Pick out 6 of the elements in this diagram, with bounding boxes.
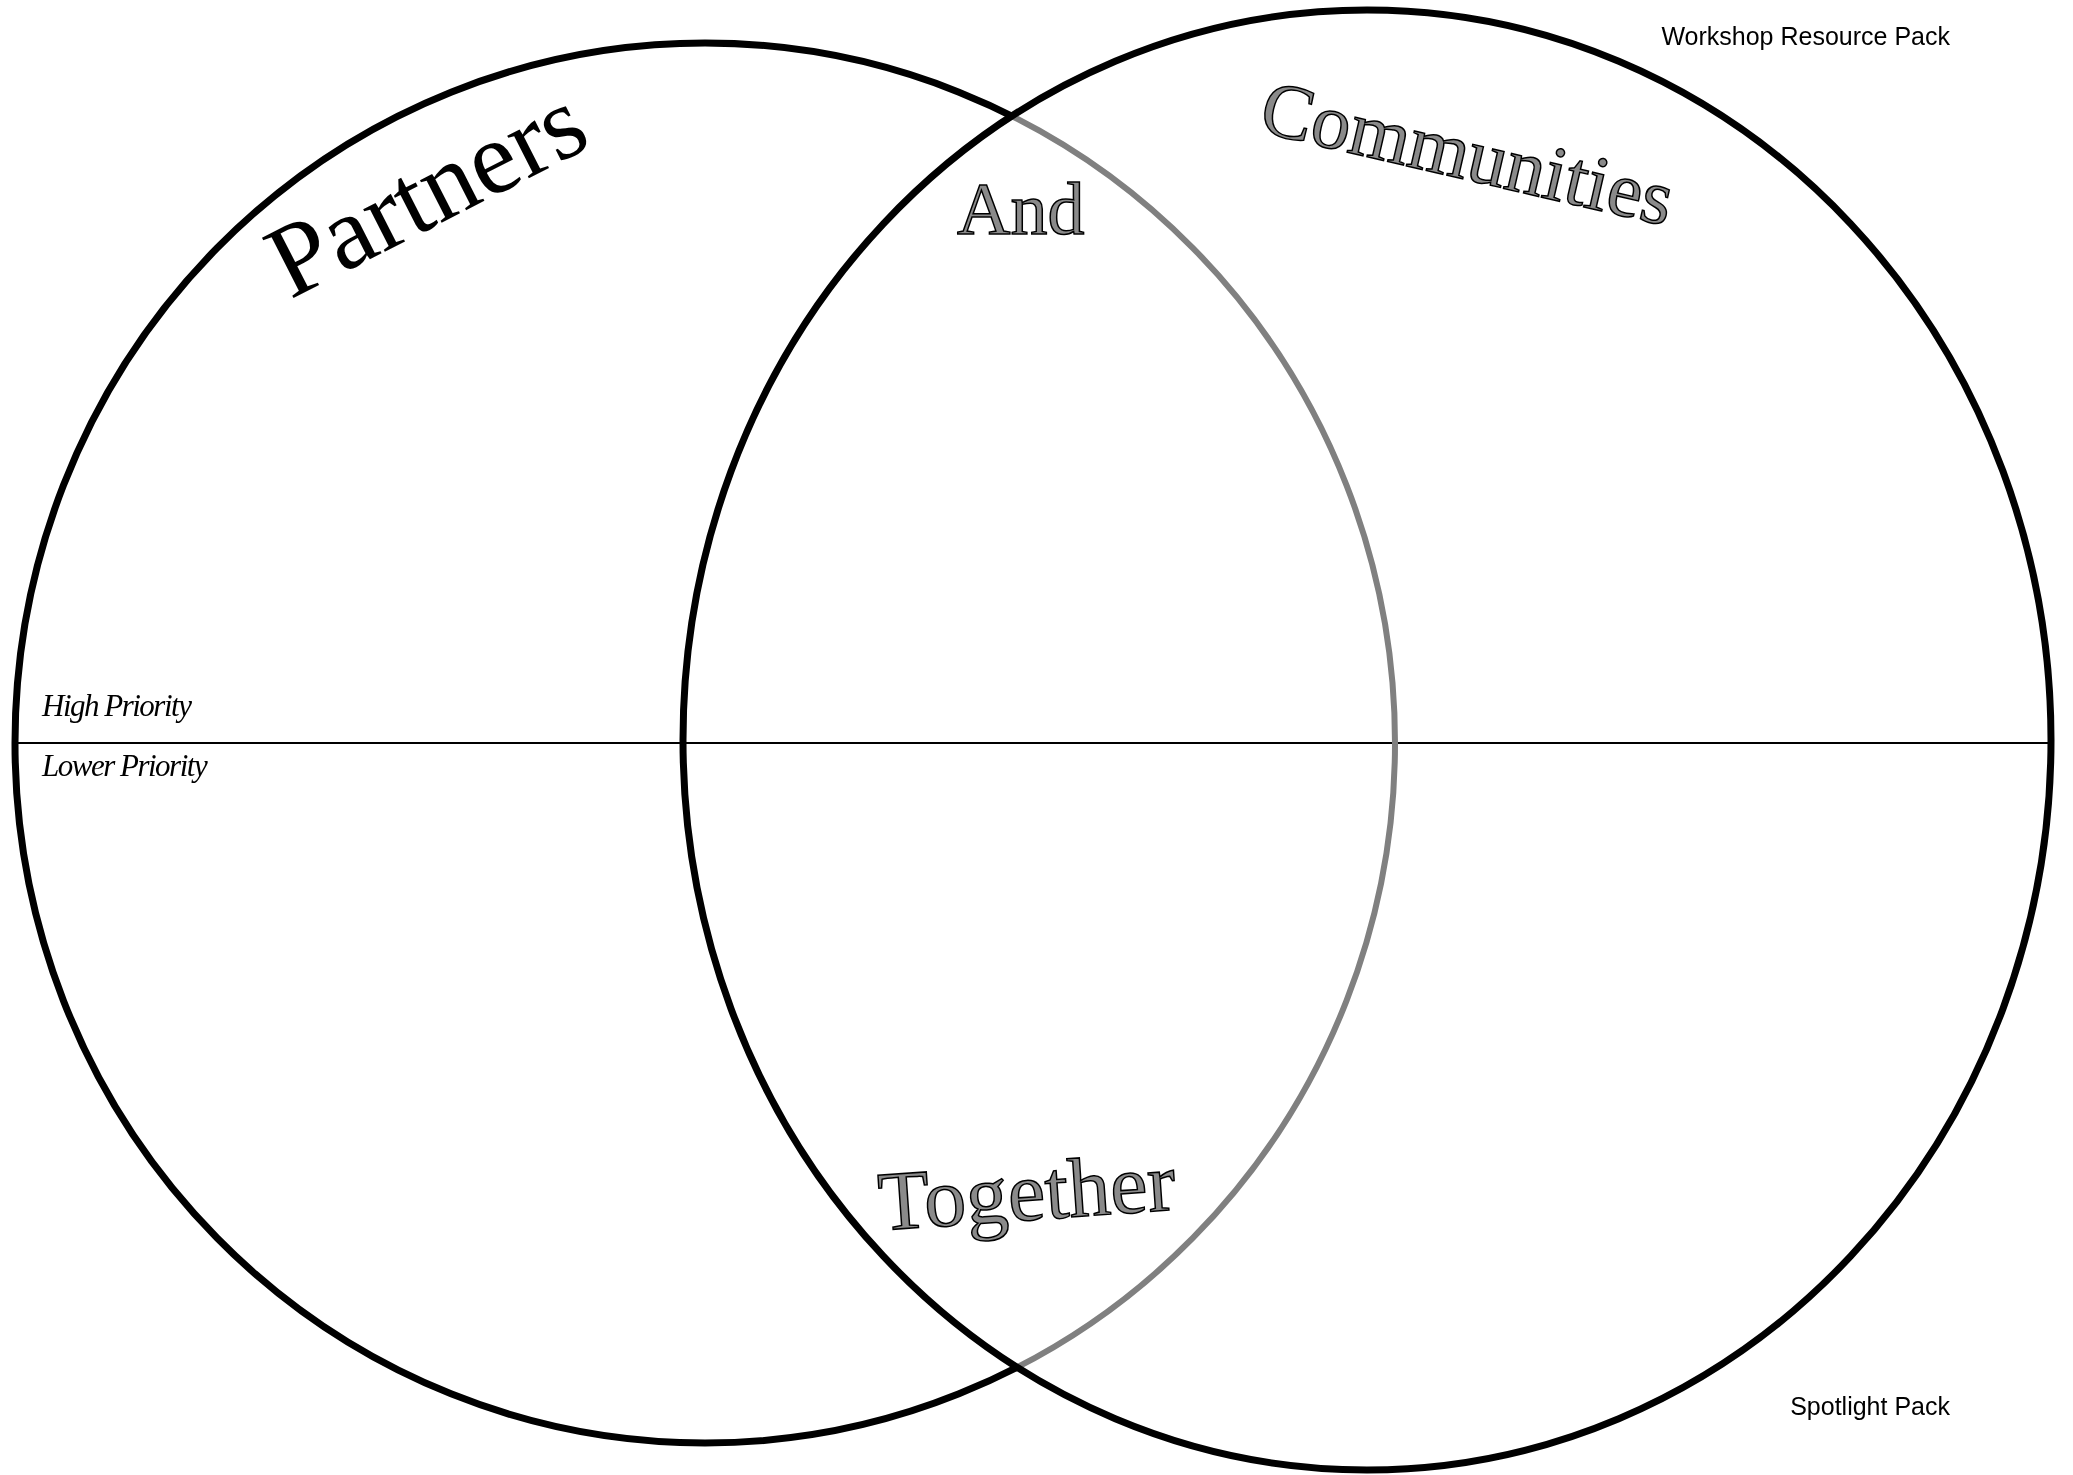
priority-label: High Priority bbox=[42, 690, 191, 721]
footer-note: Spotlight Pack bbox=[1790, 1394, 1950, 1419]
overlap-word: And bbox=[957, 172, 1085, 246]
header-note: Workshop Resource Pack bbox=[1661, 24, 1950, 49]
overlap-word: Together bbox=[875, 1139, 1178, 1245]
priority-label: Lower Priority bbox=[42, 750, 207, 781]
